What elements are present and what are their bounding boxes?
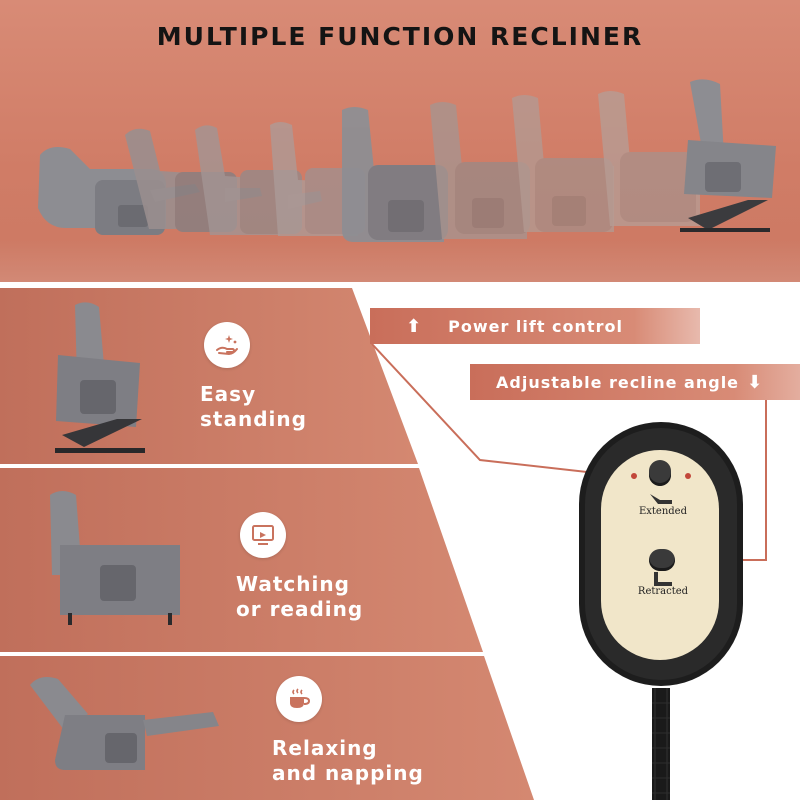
feature-watching-reading: Watching or reading — [236, 512, 363, 622]
feature-easy-standing: Easy standing — [200, 322, 307, 432]
feature-label: Easy standing — [200, 382, 307, 432]
floor-shadow — [0, 240, 800, 282]
arrow-up-icon: ⬆︎ — [406, 315, 423, 337]
recliner-sequence-pose-7 — [512, 95, 614, 232]
recliner-sequence-pose-8 — [598, 91, 700, 226]
recliner-reclined-illustration — [30, 677, 219, 770]
feature-label-line1: Watching — [236, 572, 350, 596]
callout-power-lift-label: Power lift control — [448, 316, 623, 336]
recliner-lift-illustration — [55, 302, 145, 453]
hero-banner: MULTIPLE FUNCTION RECLINER — [0, 0, 800, 282]
hand-sparkle-icon — [204, 322, 250, 368]
recliner-upright-illustration — [50, 491, 180, 625]
recliner-sequence-illustration — [38, 79, 776, 242]
chair-retracted-icon — [654, 572, 672, 586]
indicator-dot — [631, 473, 637, 479]
callout-recline-angle: Adjustable recline angle ⬇︎ — [470, 364, 800, 400]
recliner-sequence-pose-6 — [430, 102, 530, 239]
retract-button[interactable] — [649, 549, 675, 571]
indicator-dot — [685, 473, 691, 479]
recliner-sequence-pose-5 — [342, 107, 448, 242]
feature-label-line1: Relaxing — [272, 736, 378, 760]
extend-label: Extended — [638, 506, 688, 517]
feature-label-line1: Easy — [200, 382, 257, 406]
extend-button[interactable] — [649, 460, 671, 486]
feature-relaxing-napping: Relaxing and napping — [272, 676, 424, 786]
feature-label-line2: or reading — [236, 597, 364, 621]
chair-extended-icon — [650, 494, 672, 504]
feature-label-line2: and napping — [272, 761, 424, 785]
feature-label: Relaxing and napping — [272, 736, 424, 786]
page-title: MULTIPLE FUNCTION RECLINER — [156, 22, 644, 51]
arrow-down-icon: ⬇︎ — [747, 371, 764, 393]
monitor-icon — [240, 512, 286, 558]
coffee-cup-icon — [276, 676, 322, 722]
feature-label-line2: standing — [200, 407, 307, 431]
feature-label: Watching or reading — [236, 572, 363, 622]
callout-recline-angle-label: Adjustable recline angle — [496, 372, 740, 392]
recliner-sequence-pose-9 — [680, 79, 776, 232]
retract-label: Retracted — [637, 586, 689, 597]
callout-power-lift: ⬆︎ Power lift control — [370, 308, 700, 344]
